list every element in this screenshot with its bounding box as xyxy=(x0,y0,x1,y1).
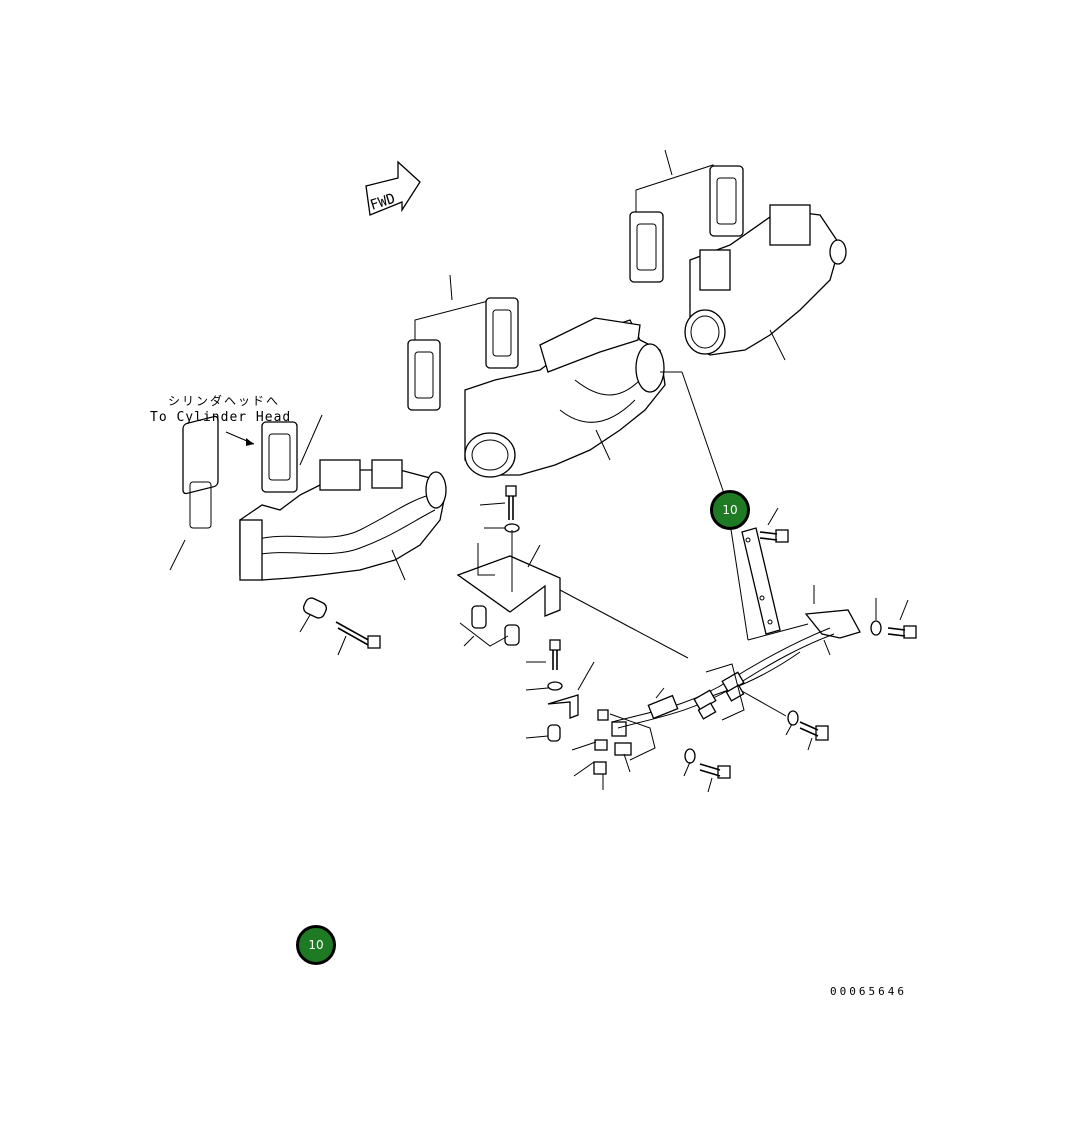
sensor-harness-assembly xyxy=(611,507,917,729)
fwd-arrow-icon: FWD xyxy=(365,160,421,216)
small-parts-set xyxy=(525,639,829,793)
center-exhaust-manifold xyxy=(407,274,729,506)
cylinder-head-label-en: To Cylinder Head xyxy=(150,410,292,425)
support-bracket-assembly xyxy=(456,485,689,659)
drawing-number: 00065646 xyxy=(830,985,907,998)
left-exhaust-manifold xyxy=(169,414,447,656)
fwd-arrow-text: FWD xyxy=(368,191,397,214)
cylinder-head-label-jp: シリンダヘッドへ xyxy=(168,394,281,408)
part-marker-10-legend[interactable]: 10 xyxy=(296,925,336,965)
right-exhaust-manifold xyxy=(629,149,847,361)
part-marker-10-callout[interactable]: 10 xyxy=(710,490,750,530)
